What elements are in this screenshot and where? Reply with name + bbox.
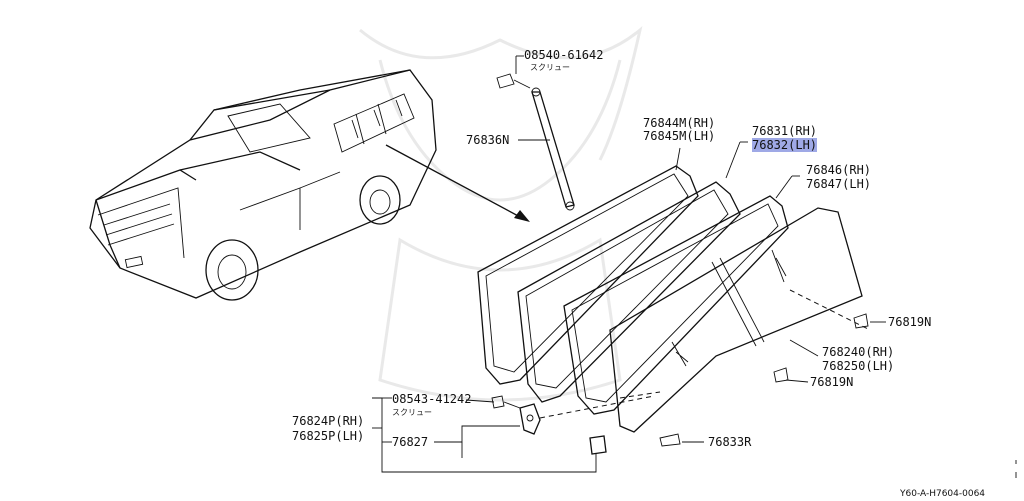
part-label-76845m: 76845M(LH): [643, 129, 716, 143]
watermark-logo: [359, 26, 643, 402]
part-label-76832: 76832(LH): [752, 138, 818, 152]
part-label-08543-41242: 08543-41242: [392, 392, 472, 406]
part-label-76846: 76846(RH): [806, 163, 872, 177]
part-label-76824p: 76824P(RH): [292, 414, 365, 428]
japanese-label-screw: スクリュー: [530, 63, 570, 72]
part-label-768250: 768250(LH): [822, 359, 895, 373]
vehicle-illustration: [89, 69, 437, 301]
weatherstrip-frames: [477, 165, 789, 415]
part-label-76831: 76831(RH): [752, 124, 818, 138]
part-label-08540-61642: 08540-61642: [524, 48, 604, 62]
part-label-76827: 76827: [392, 435, 429, 449]
part-label-76847: 76847(LH): [806, 177, 872, 191]
support-stay: [496, 73, 575, 211]
latch-parts: [491, 313, 869, 455]
direction-arrow: [385, 144, 530, 222]
japanese-label-screw: スクリュー: [392, 408, 432, 417]
highlighted-part-label: 76832(LH): [752, 138, 818, 152]
part-label-76833r: 76833R: [708, 435, 752, 449]
part-label-76819n-upper: 76819N: [888, 315, 932, 329]
glass-panels: [609, 207, 871, 433]
part-label-76836n: 76836N: [466, 133, 510, 147]
part-label-76819n-lower: 76819N: [810, 375, 854, 389]
part-label-768240: 768240(RH): [822, 345, 895, 359]
leader-lines: [372, 55, 886, 473]
part-label-76825p: 76825P(LH): [292, 429, 365, 443]
diagram-reference-code: Y60-A-H7604-0064: [900, 489, 986, 499]
part-label-76844m: 76844M(RH): [643, 116, 716, 130]
